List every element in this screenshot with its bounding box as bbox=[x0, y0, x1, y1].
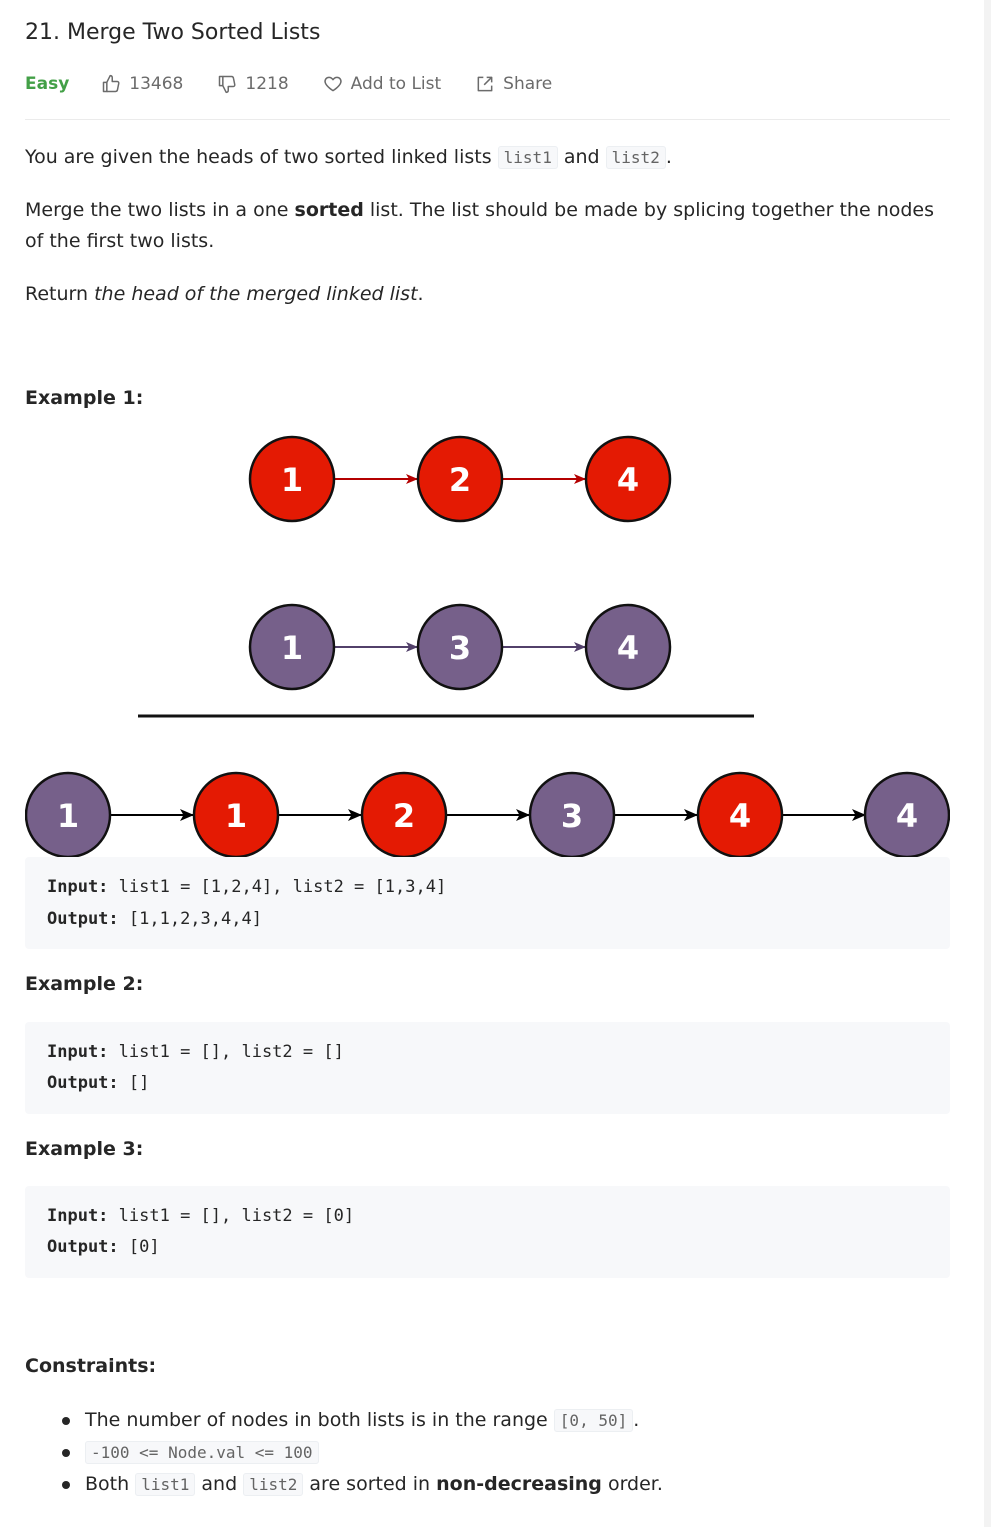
scrollbar-track[interactable] bbox=[984, 0, 991, 1527]
example-3-heading: Example 3: bbox=[25, 1138, 144, 1160]
like-count: 13468 bbox=[129, 74, 184, 94]
header-divider bbox=[25, 119, 950, 120]
list1-node-2: 2 bbox=[416, 435, 504, 523]
description-paragraph-1: You are given the heads of two sorted li… bbox=[25, 146, 672, 169]
add-to-list-button[interactable]: Add to List bbox=[323, 74, 442, 94]
svg-text:2: 2 bbox=[393, 797, 415, 835]
example-1-code-block: Input: list1 = [1,2,4], list2 = [1,3,4] … bbox=[25, 857, 950, 949]
list2-node-3: 4 bbox=[584, 603, 672, 691]
like-button[interactable]: 13468 bbox=[101, 74, 183, 94]
share-button[interactable]: Share bbox=[475, 74, 552, 94]
svg-text:1: 1 bbox=[57, 797, 79, 835]
thumbs-up-icon bbox=[103, 74, 120, 93]
add-to-list-label: Add to List bbox=[350, 74, 442, 94]
svg-text:1: 1 bbox=[281, 461, 303, 499]
list2-node-1: 1 bbox=[248, 603, 336, 691]
svg-text:1: 1 bbox=[281, 629, 303, 667]
constraints-heading: Constraints: bbox=[25, 1355, 157, 1377]
svg-text:1: 1 bbox=[225, 797, 247, 835]
example-3-code-block: Input: list1 = [], list2 = [0] Output: [… bbox=[25, 1186, 950, 1278]
dislike-count: 1218 bbox=[245, 74, 289, 94]
svg-text:3: 3 bbox=[449, 629, 471, 667]
svg-text:3: 3 bbox=[561, 797, 583, 835]
share-label: Share bbox=[503, 74, 553, 94]
list1-node-3: 4 bbox=[584, 435, 672, 523]
description-paragraph-3: Return the head of the merged linked lis… bbox=[25, 283, 424, 305]
inline-code-list1: list1 bbox=[497, 146, 558, 169]
thumbs-down-icon bbox=[219, 75, 236, 94]
svg-text:4: 4 bbox=[617, 461, 639, 499]
share-icon bbox=[477, 76, 493, 92]
example-1-diagram: 1 2 4 1 3 4 bbox=[25, 435, 950, 859]
merged-node-5: 4 bbox=[696, 771, 784, 859]
constraints-list: The number of nodes in both lists is in … bbox=[25, 1404, 950, 1500]
dislike-button[interactable]: 1218 bbox=[217, 74, 289, 94]
svg-text:2: 2 bbox=[449, 461, 471, 499]
list1-node-1: 1 bbox=[248, 435, 336, 523]
merged-node-4: 3 bbox=[528, 771, 616, 859]
example-2-heading: Example 2: bbox=[25, 973, 144, 995]
merged-node-1: 1 bbox=[25, 771, 112, 859]
description-paragraph-2: Merge the two lists in a one sorted list… bbox=[25, 199, 935, 252]
svg-text:4: 4 bbox=[896, 797, 918, 835]
merged-node-6: 4 bbox=[863, 771, 950, 859]
difficulty-badge: Easy bbox=[25, 74, 70, 94]
inline-code-list2: list2 bbox=[605, 146, 666, 169]
constraint-item: The number of nodes in both lists is in … bbox=[25, 1404, 950, 1436]
example-1-heading: Example 1: bbox=[25, 387, 144, 409]
example-2-code-block: Input: list1 = [], list2 = [] Output: [] bbox=[25, 1022, 950, 1114]
constraint-item: Both list1 and list2 are sorted in non-d… bbox=[25, 1468, 950, 1500]
svg-text:4: 4 bbox=[729, 797, 751, 835]
svg-text:4: 4 bbox=[617, 629, 639, 667]
constraint-item: -100 <= Node.val <= 100 bbox=[25, 1436, 950, 1468]
heart-icon bbox=[323, 76, 342, 92]
problem-meta-bar: Easy 13468 1218 Add to List bbox=[25, 70, 586, 98]
problem-title: 21. Merge Two Sorted Lists bbox=[25, 20, 321, 45]
merged-node-2: 1 bbox=[192, 771, 280, 859]
merged-node-3: 2 bbox=[360, 771, 448, 859]
list2-node-2: 3 bbox=[416, 603, 504, 691]
